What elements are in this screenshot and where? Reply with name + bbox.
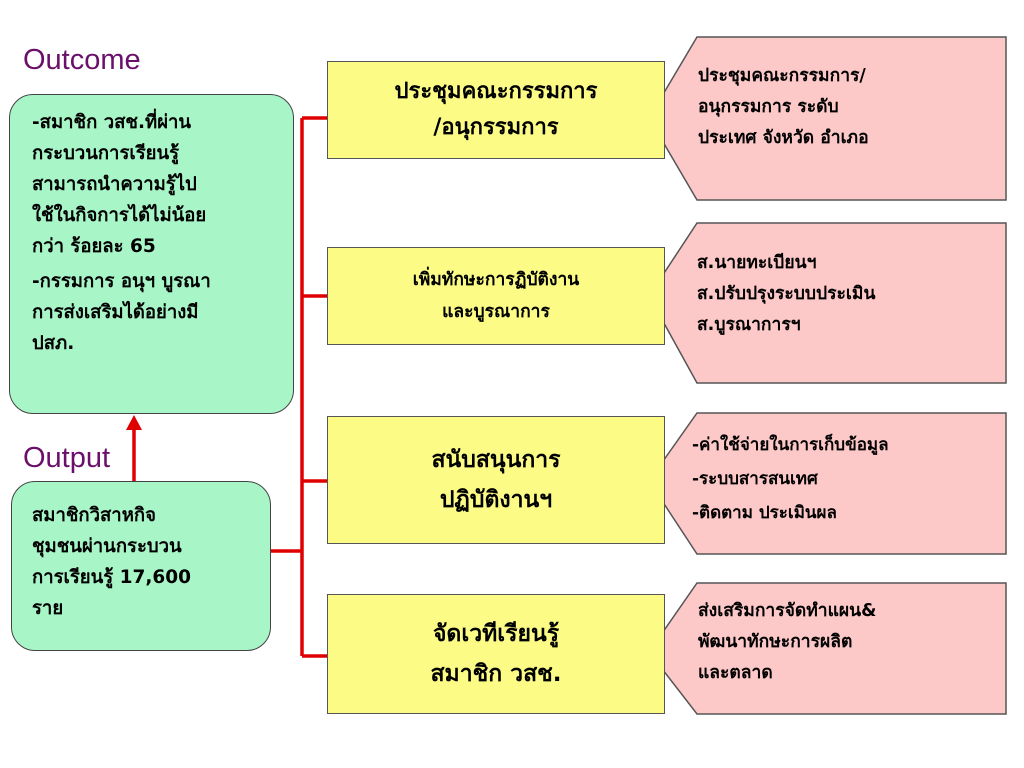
output-label: Output <box>23 442 111 474</box>
callout-line: -ติดตาม ประเมินผล <box>692 503 837 523</box>
activity-line: ประชุมคณะกรรมการ <box>394 79 598 104</box>
callout-line: และตลาด <box>698 663 773 683</box>
activity-line: สมาชิก วสช. <box>430 661 562 687</box>
callout-skills-detail: ส.นายทะเบียนฯ ส.ปรับปรุงระบบประเมิน ส.บู… <box>697 248 875 341</box>
callout-line: ประชุมคณะกรรมการ/ <box>698 66 866 86</box>
outcome-line: สามารถนำความรู้ไป <box>32 174 197 195</box>
outcome-line: กระบวนการเรียนรู้ <box>32 143 180 164</box>
outcome-label: Outcome <box>23 44 141 76</box>
callout-line: พัฒนาทักษะการผลิต <box>698 632 853 652</box>
outcome-line: การส่งเสริมได้อย่างมี <box>32 302 199 323</box>
callout-learning-forum-detail: ส่งเสริมการจัดทำแผน& พัฒนาทักษะการผลิต แ… <box>698 596 876 689</box>
output-line: ชุมชนผ่านกระบวน <box>32 536 182 557</box>
outcome-paragraph-1: -สมาชิก วสช.ที่ผ่าน กระบวนการเรียนรู้ สา… <box>32 107 283 262</box>
outcome-box: -สมาชิก วสช.ที่ผ่าน กระบวนการเรียนรู้ สา… <box>9 94 294 414</box>
callout-line: -ระบบสารสนเทศ <box>692 469 818 489</box>
outcome-line: ปสภ. <box>32 333 75 354</box>
activity-line: เพิ่มทักษะการฏิบัติงาน <box>412 270 580 290</box>
callout-meetings-detail: ประชุมคณะกรรมการ/ อนุกรรมการ ระดับ ประเท… <box>698 61 869 154</box>
output-box: สมาชิกวิสาหกิจ ชุมชนผ่านกระบวน การเรียนร… <box>11 481 271 651</box>
output-line: การเรียนรู้ 17,600 <box>32 567 192 588</box>
callout-line: -ค่าใช้จ่ายในการเก็บข้อมูล <box>692 435 889 455</box>
activity-line: และบูรณาการ <box>442 302 550 322</box>
outcome-line: -สมาชิก วสช.ที่ผ่าน <box>32 112 192 133</box>
callout-line: อนุกรรมการ ระดับ <box>698 97 839 117</box>
callout-line: ประเทศ จังหวัด อำเภอ <box>698 128 869 148</box>
activity-box-learning-forum: จัดเวทีเรียนรู้ สมาชิก วสช. <box>327 594 665 714</box>
output-line: ราย <box>32 598 64 619</box>
activity-line: สนับสนุนการ <box>431 447 561 473</box>
callout-line: ส.บูรณาการฯ <box>697 315 801 335</box>
output-line: สมาชิกวิสาหกิจ <box>32 505 156 526</box>
outcome-line: กว่า ร้อยละ 65 <box>32 236 156 257</box>
arrow-output-to-outcome <box>126 415 142 481</box>
activity-box-meetings: ประชุมคณะกรรมการ /อนุกรรมการ <box>327 61 665 159</box>
activity-line: จัดเวทีเรียนรู้ <box>432 621 560 647</box>
activity-box-skills: เพิ่มทักษะการฏิบัติงาน และบูรณาการ <box>327 247 665 345</box>
activity-line: ปฏิบัติงานฯ <box>439 487 553 513</box>
callout-line: ส.ปรับปรุงระบบประเมิน <box>697 284 876 304</box>
outcome-line: -กรรมการ อนุฯ บูรณา <box>32 271 211 292</box>
outcome-paragraph-2: -กรรมการ อนุฯ บูรณา การส่งเสริมได้อย่างม… <box>32 266 283 359</box>
outcome-line: ใช้ในกิจการได้ไม่น้อย <box>32 205 207 226</box>
activity-box-support: สนับสนุนการ ปฏิบัติงานฯ <box>327 416 665 544</box>
bracket-connector <box>271 116 327 658</box>
callout-line: ส.นายทะเบียนฯ <box>697 253 817 273</box>
callout-line: ส่งเสริมการจัดทำแผน& <box>698 601 877 621</box>
activity-line: /อนุกรรมการ <box>433 115 559 140</box>
callout-support-detail: -ค่าใช้จ่ายในการเก็บข้อมูล -ระบบสารสนเทศ… <box>692 428 889 530</box>
